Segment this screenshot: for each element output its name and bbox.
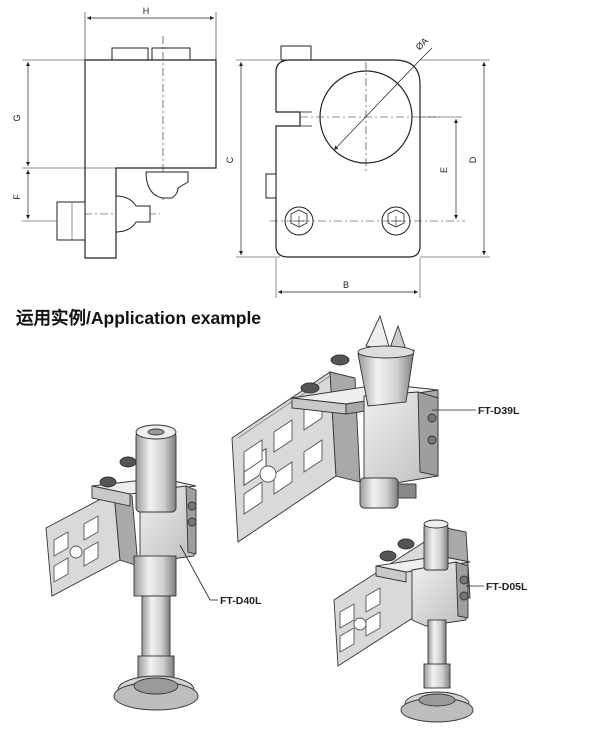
section-title: 运用实例/Application example (16, 308, 262, 328)
dim-c-label: C (225, 156, 235, 163)
callout-ft-d39l: FT-D39L (478, 405, 520, 417)
dim-e-label: E (439, 167, 449, 173)
example-ft-d40l (45, 424, 199, 711)
dim-h-label: H (143, 6, 150, 16)
callout-ft-d40l: FT-D40L (220, 595, 262, 607)
example-ft-d39l (231, 314, 439, 543)
dim-b-label: B (343, 280, 349, 290)
example-ft-d05l (333, 519, 474, 723)
dim-diameter-a-label: ØA (414, 36, 430, 52)
dim-g-label: G (12, 114, 22, 121)
callout-leader-ft-d40l (179, 544, 211, 601)
side-view-drawing (22, 12, 217, 259)
front-view-drawing (236, 45, 490, 298)
callout-ft-d05l: FT-D05L (486, 581, 528, 593)
dim-d-label: D (468, 156, 478, 163)
dim-f-label: F (12, 194, 22, 200)
